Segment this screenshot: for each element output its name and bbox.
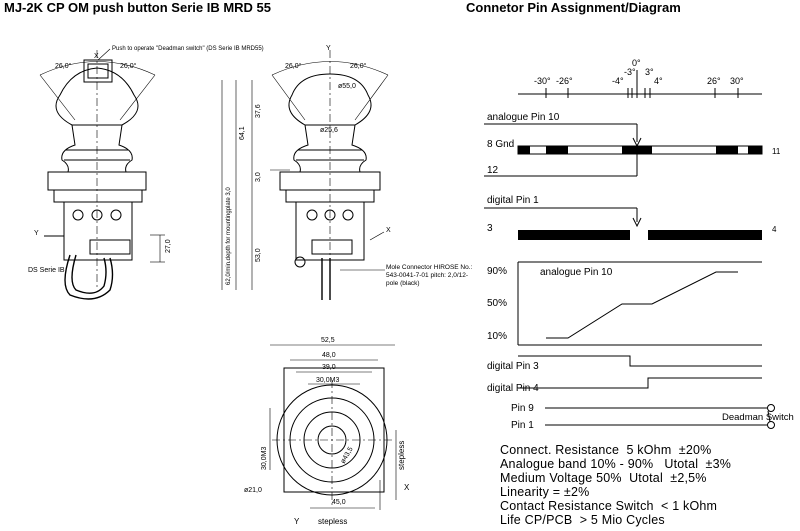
axis-y-label: Y — [326, 45, 331, 52]
spec-line-6: Life CP/PCB > 5 Mio Cycles — [500, 513, 665, 527]
axis-x-right-label: X — [386, 227, 391, 234]
digital-pin3-label: digital Pin 3 — [487, 361, 539, 372]
scale-minus-3: -3° — [624, 67, 636, 77]
angle-right-a: 26,0° — [285, 62, 302, 70]
scale-minus-26: -26° — [556, 76, 573, 86]
angle-scale — [518, 70, 762, 98]
pct-50: 50% — [487, 298, 507, 309]
scale-plus-3: 3° — [645, 67, 654, 77]
angle-left-b: 26,0° — [120, 62, 137, 70]
scale-plus-30: 30° — [730, 76, 744, 86]
molex-label: Mole Connector HIROSE No.: 543-0041-7-01… — [386, 264, 473, 287]
dim-dia-43: ø43,5 — [340, 446, 355, 465]
dim-48: 48,0 — [322, 352, 336, 359]
ds-label: DS Serie IB — [28, 267, 65, 274]
side-view-right — [270, 50, 389, 300]
pin12-label: 12 — [487, 165, 499, 176]
digital-pin3-trace — [518, 355, 762, 367]
spec-line-1: Connect. Resistance 5 kOhm ±20% — [500, 443, 712, 457]
scale-minus-30: -30° — [534, 76, 551, 86]
spec-line-4: Linearity = ±2% — [500, 485, 590, 499]
dim-64: 64,1 — [239, 126, 246, 140]
right-title: Connetor Pin Assignment/Diagram — [466, 0, 681, 15]
axis-x-label: X — [94, 53, 99, 60]
stepless-bottom: stepless — [318, 517, 347, 526]
pct-10: 10% — [487, 331, 507, 342]
pin1-label: Pin 1 — [511, 420, 534, 431]
digital-pin1-signal — [484, 207, 762, 240]
side-view-left — [39, 50, 156, 300]
digital-pin1-label: digital Pin 1 — [487, 195, 539, 206]
axis-y-left-label: Y — [34, 230, 39, 237]
pin3-label: 3 — [487, 223, 493, 234]
analogue-pin10-label: analogue Pin 10 — [487, 112, 560, 123]
bottom-view — [269, 344, 397, 510]
angle-right-b: 26,0° — [350, 62, 367, 70]
gnd-pin-label: 8 Gnd — [487, 139, 514, 150]
dim-3: 3,0 — [255, 172, 262, 182]
dim-dia-55: ø55,0 — [338, 83, 356, 90]
pin9-label: Pin 9 — [511, 403, 534, 414]
digital-pin4-trace — [518, 377, 762, 389]
dim-dia-21: ø21,0 — [244, 487, 262, 494]
digital-pin4-label: digital Pin 4 — [487, 383, 539, 394]
push-note: Push to operate "Deadman switch" (DS Ser… — [112, 46, 264, 52]
dim-27: 27,0 — [165, 239, 172, 253]
spec-line-5: Contact Resistance Switch < 1 kOhm — [500, 499, 718, 513]
spec-line-2: Analogue band 10% - 90% Utotal ±3% — [500, 457, 732, 471]
deadman-label: Deadman Switch — [722, 412, 794, 423]
scale-zero: 0° — [632, 58, 641, 68]
dim-30-m3: 30,0M3 — [316, 377, 339, 384]
analogue-pin10-signal — [484, 123, 763, 177]
scale-minus-4: -4° — [612, 76, 624, 86]
axis-y-bottom: Y — [294, 517, 300, 526]
stepless-side: stepless — [397, 441, 406, 470]
dim-37: 37,6 — [255, 104, 262, 118]
dim-30-vertical: 30,0M3 — [261, 447, 268, 470]
analogue-graph-label: analogue Pin 10 — [540, 267, 613, 278]
dim-39: 39,0 — [322, 364, 336, 371]
pin4-label: 4 — [772, 225, 777, 234]
dim-45: 45,0 — [332, 499, 346, 506]
pct-90: 90% — [487, 266, 507, 277]
left-title: MJ-2K CP OM push button Serie IB MRD 55 — [4, 0, 272, 15]
dim-62: 62,0/min.depth for mountingplate 3,0 — [226, 187, 232, 285]
scale-plus-26: 26° — [707, 76, 721, 86]
angle-left-a: 26,0° — [55, 62, 72, 70]
scale-plus-4: 4° — [654, 76, 663, 86]
analogue-graph — [517, 261, 762, 346]
spec-line-3: Medium Voltage 50% Utotal ±2,5% — [500, 471, 707, 485]
deadman-switch — [545, 404, 775, 429]
dim-53: 53,0 — [255, 248, 262, 262]
dim-dia-25: ø25,6 — [320, 127, 338, 134]
axis-x-bottom: X — [404, 483, 410, 492]
dim-52-5: 52,5 — [321, 337, 335, 344]
pin11-label: 11 — [772, 147, 781, 156]
